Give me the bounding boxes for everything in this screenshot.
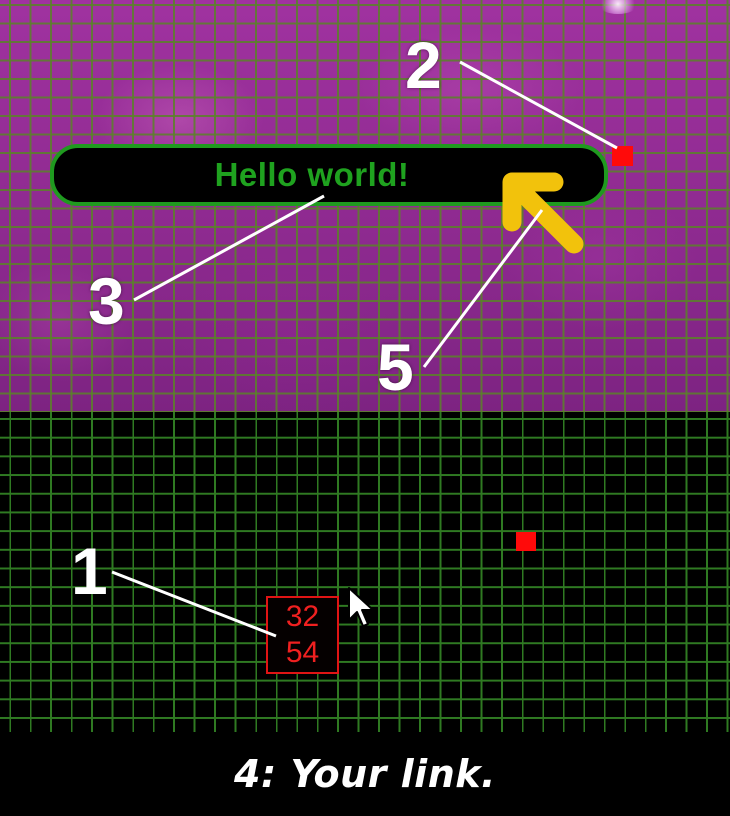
coordinate-box: 32 54 <box>266 596 339 674</box>
bottom-grid <box>0 412 730 732</box>
callout-1: 1 <box>71 534 108 608</box>
glow-spot <box>598 0 638 14</box>
red-marker-top <box>612 146 633 166</box>
coordinate-x: 32 <box>285 600 320 633</box>
caption-bar: 4: Your link. <box>0 732 730 816</box>
callout-5: 5 <box>377 330 414 404</box>
hello-world-label: Hello world! <box>214 156 410 193</box>
game-bottom-panel <box>0 412 730 732</box>
red-marker-bottom <box>516 532 536 551</box>
mouse-cursor-icon <box>348 587 374 627</box>
callout-2: 2 <box>405 28 442 102</box>
arrow-up-left-icon <box>502 172 584 254</box>
game-top-panel <box>0 0 730 412</box>
caption-link-text[interactable]: 4: Your link. <box>234 752 496 796</box>
coordinate-y: 54 <box>285 636 320 669</box>
top-grid <box>0 0 730 412</box>
callout-3: 3 <box>88 264 125 338</box>
